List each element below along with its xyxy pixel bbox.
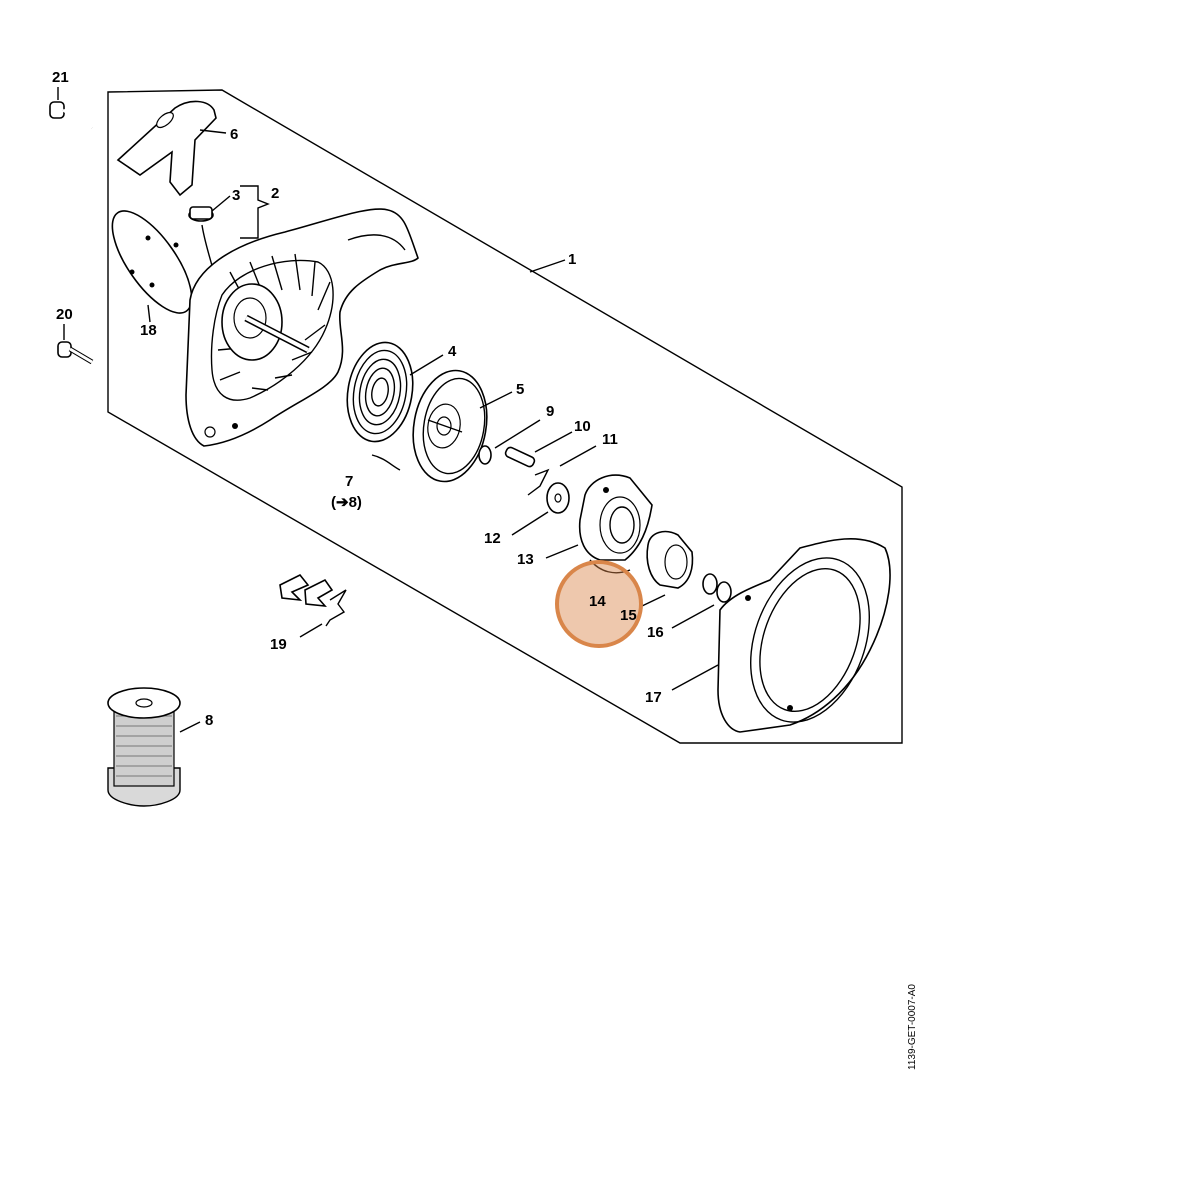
hub-15 [641, 530, 694, 607]
screw-20 [57, 324, 94, 365]
drawing-code: 1139-GET-0007-A0 [907, 984, 918, 1070]
label-15: 15 [620, 607, 637, 624]
label-21: 21 [52, 69, 69, 86]
label-17: 17 [645, 689, 662, 706]
pin-10 [504, 431, 573, 468]
clips-19 [279, 573, 347, 638]
label-1: 1 [568, 251, 576, 268]
reference-note: (➔8) [331, 494, 362, 511]
label-7: 7 [345, 473, 353, 490]
rope-guide-3 [188, 195, 231, 222]
washer-12 [511, 482, 570, 536]
highlight-circle[interactable] [555, 560, 643, 648]
label-8: 8 [205, 712, 213, 729]
label-9: 9 [546, 403, 554, 420]
rewind-spring-4 [346, 341, 444, 443]
washer-16 [671, 573, 732, 629]
fan-housing-1 [185, 208, 419, 447]
label-13: 13 [517, 551, 534, 568]
spring-clip-11 [527, 445, 597, 496]
label-14: 14 [589, 593, 606, 610]
label-4: 4 [448, 343, 457, 360]
label-3: 3 [232, 187, 240, 204]
label-19: 19 [270, 636, 287, 653]
carrier-13 [545, 474, 653, 561]
rope-spool-8 [107, 687, 201, 807]
label-18: 18 [140, 322, 157, 339]
plate-18 [111, 210, 193, 323]
starter-grip-6 [116, 100, 227, 197]
label-20: 20 [56, 306, 73, 323]
label-11: 11 [602, 431, 618, 448]
label-12: 12 [484, 530, 501, 547]
label-2: 2 [271, 185, 279, 202]
leader-1 [529, 259, 566, 273]
washer-9 [478, 419, 541, 465]
screw-21 [49, 87, 93, 130]
label-10: 10 [574, 418, 591, 435]
spring-7 [371, 454, 401, 471]
label-5: 5 [516, 381, 524, 398]
cover-17 [671, 537, 891, 733]
rope-rotor-5 [412, 369, 513, 483]
label-6: 6 [230, 126, 238, 143]
label-16: 16 [647, 624, 664, 641]
assembly-outline [107, 89, 903, 744]
